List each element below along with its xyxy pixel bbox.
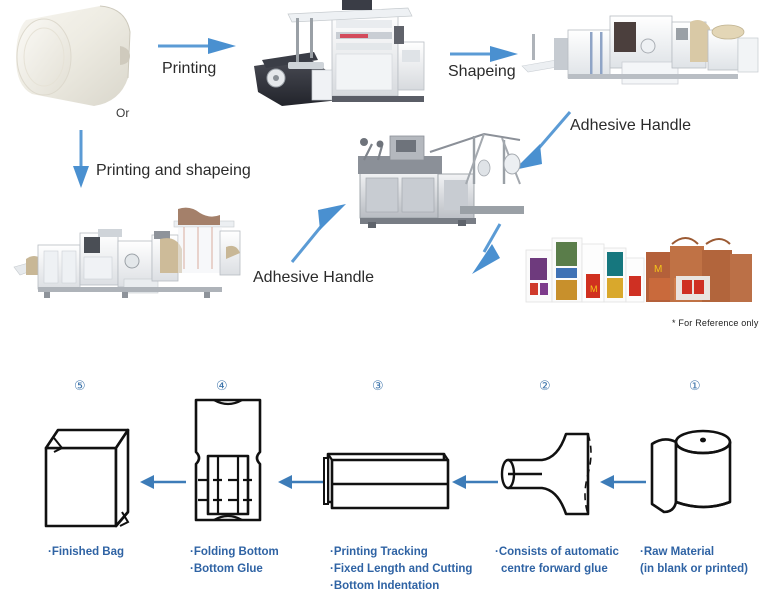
- arrow-to-products: [466, 222, 514, 278]
- arrow-shapeing: [450, 44, 520, 64]
- step-arrow-4-to-5: [140, 472, 188, 492]
- step-arrow-1-to-2: [600, 472, 648, 492]
- step-number-5: ⑤: [74, 378, 86, 393]
- step-caption-2-line-1: ·Consists of automatic: [495, 546, 619, 558]
- step-caption-2: ·Consists of automatic centre forward gl…: [495, 546, 619, 575]
- paper-roll-photo: [8, 2, 148, 112]
- step-number-1: ①: [689, 378, 701, 393]
- handle-machine-photo: [334, 122, 530, 228]
- folding-bottom-drawing: [184, 396, 276, 528]
- printing-tracking-drawing: [322, 448, 450, 518]
- step-caption-5-line-1: ·Finished Bag: [48, 546, 125, 558]
- arrow-printing-and-shapeing: [70, 130, 92, 190]
- printing-machine-photo: [248, 0, 432, 112]
- arrow-printing-label: Printing: [162, 60, 217, 77]
- step-arrow-3-to-4: [278, 472, 326, 492]
- step-caption-3: ·Printing Tracking ·Fixed Length and Cut…: [330, 546, 472, 592]
- svg-text:M: M: [654, 264, 662, 275]
- reference-note: * For Reference only: [672, 318, 759, 328]
- arrow-printing: [158, 36, 238, 56]
- step-caption-1: ·Raw Material (in blank or printed): [640, 546, 748, 575]
- finished-bag-drawing: [32, 408, 142, 528]
- shaping-machine-photo: [521, 4, 760, 100]
- arrow-shapeing-label: Shapeing: [448, 63, 516, 80]
- step-caption-5: ·Finished Bag: [48, 546, 124, 558]
- finished-bags-photo: M M: [524, 228, 754, 314]
- step-number-3: ③: [372, 378, 384, 393]
- step-caption-3-line-1: ·Printing Tracking: [330, 546, 428, 558]
- step-caption-3-line-2: ·Fixed Length and Cutting: [330, 563, 473, 575]
- raw-material-drawing: [644, 420, 750, 520]
- inline-printing-shaping-machine-photo: [13, 205, 246, 303]
- step-caption-1-line-1: ·Raw Material: [640, 546, 715, 558]
- step-caption-4: ·Folding Bottom ·Bottom Glue: [190, 546, 279, 575]
- arrow-adhesive-handle-up: [284, 200, 354, 266]
- svg-text:M: M: [590, 284, 598, 294]
- step-caption-4-line-2: ·Bottom Glue: [190, 563, 263, 575]
- step-caption-3-line-3: ·Bottom Indentation: [330, 580, 440, 592]
- step-number-2: ②: [539, 378, 551, 393]
- centre-forward-glue-drawing: [492, 424, 598, 524]
- or-label: Or: [116, 106, 130, 120]
- arrow-adhesive-handle-down-label: Adhesive Handle: [570, 117, 691, 134]
- step-caption-4-line-1: ·Folding Bottom: [190, 546, 279, 558]
- arrow-adhesive-handle-up-label: Adhesive Handle: [253, 269, 374, 286]
- arrow-printing-and-shapeing-label: Printing and shapeing: [96, 162, 251, 179]
- arrow-adhesive-handle-down: [508, 108, 578, 172]
- step-arrow-2-to-3: [452, 472, 500, 492]
- step-caption-1-line-2: (in blank or printed): [640, 563, 748, 575]
- step-caption-2-line-2: centre forward glue: [501, 563, 608, 575]
- step-number-4: ④: [216, 378, 228, 393]
